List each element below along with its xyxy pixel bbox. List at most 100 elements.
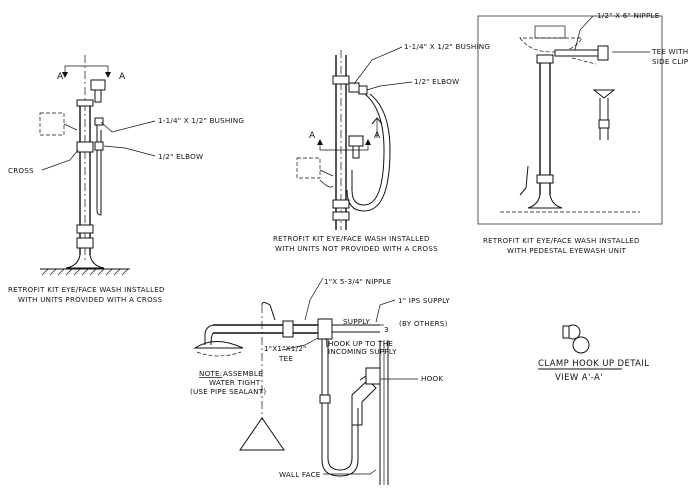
pull-handle-d [239, 417, 285, 451]
section-label-left: A [57, 72, 64, 82]
bowl-connector [63, 123, 78, 131]
tee-d [317, 318, 333, 340]
spray-handle-d [351, 379, 377, 426]
pedestal-base-a [65, 254, 105, 269]
hose-b-outer [346, 93, 391, 212]
elbow-a [94, 141, 104, 151]
label-hookup-d-line1: HOOK UP TO THE [328, 339, 393, 348]
fitting-base [76, 237, 94, 249]
label-bushing-b: 1-1/4" X 1/2" BUSHING [404, 42, 490, 51]
diagram-b: A A 1-1/4" X 1/2" BUSHING 1/2" ELBOW RET… [273, 42, 490, 253]
label-wallface-d: WALL FACE [279, 470, 321, 479]
bushing-b [348, 82, 360, 93]
hose-hint-c [571, 57, 597, 65]
label-hook-d: HOOK [421, 374, 443, 383]
pedestal-base-c [527, 194, 563, 209]
diagram-d: 3 1"X 5-3/4" NIPPLE 1" IPS SUPPLY SUPPLY… [190, 277, 450, 485]
leader-elbow-a [103, 145, 156, 157]
pull-hook-d [261, 302, 276, 321]
section-arrow-right [105, 72, 111, 78]
caption-c-line2: WITH PEDESTAL EYEWASH UNIT [507, 247, 627, 255]
panel-c [477, 15, 663, 225]
section-cut-a [64, 65, 109, 77]
clamp-detail: CLAMP HOOK UP DETAIL VIEW A'-A' [538, 324, 649, 383]
label-bushing-a: 1-1/4" X 1/2" BUSHING [158, 116, 244, 125]
eyewash-head-top [90, 79, 106, 91]
tee-c [597, 45, 609, 61]
arm-elbow-d [204, 324, 214, 346]
leader-wallface-d [323, 469, 377, 475]
fitting-b-top [332, 75, 350, 85]
fitting-c-low [536, 174, 554, 184]
foot-pedal-c [519, 165, 529, 196]
label-note-d-line3: (USE PIPE SEALANT) [190, 387, 266, 396]
leader-ips-d [375, 299, 396, 323]
label-note-d-line2: WATER TIGHT [209, 378, 261, 387]
bowl-c [519, 37, 583, 53]
label-supply-d: SUPPLY [343, 317, 371, 326]
label-cross-a: CROSS [8, 166, 34, 175]
bushing-a [94, 117, 104, 126]
section-label-right: A [119, 72, 126, 82]
clamp-screw [562, 325, 570, 339]
leader-elbow-b [366, 81, 413, 91]
eyewash-neck-b [352, 145, 360, 159]
hose-a [96, 120, 102, 216]
fitting-c-top [536, 54, 554, 64]
elbow-b [358, 85, 368, 95]
bowl-outline-b [296, 157, 321, 179]
label-tee-d-line2: TEE [278, 354, 293, 363]
section-arrow-left [62, 72, 68, 78]
spray-head-c [592, 89, 616, 99]
label-note-d-line1: ASSEMBLE [223, 369, 263, 378]
label-nipple-d: 1"X 5-3/4" NIPPLE [324, 277, 392, 286]
label-hookup-d-line2: INCOMING SUPPLY [328, 347, 397, 356]
union-d [282, 320, 294, 338]
nipple-c [554, 49, 601, 57]
shower-head-d [193, 341, 244, 349]
shower-spray-d [196, 351, 242, 357]
leader-bushing-b [353, 46, 403, 85]
supply-marker-d: 3 [384, 325, 389, 334]
leader-nipple-d [304, 277, 324, 321]
eyewash-head-b [348, 135, 364, 147]
bowl-cap-c [534, 25, 566, 39]
leader-cross-a [41, 149, 79, 171]
caption-c-line1: RETROFIT KIT EYE/FACE WASH INSTALLED [483, 237, 640, 245]
leader-nipple-c [574, 15, 594, 51]
spray-valve-c [598, 119, 610, 129]
caption-a-line2: WITH UNITS PROVIDED WITH A CROSS [18, 296, 163, 304]
clamp-detail-title: CLAMP HOOK UP DETAIL [538, 359, 649, 369]
label-tee-c-line2: SIDE CLIP [652, 57, 689, 66]
section-arrow-b-left [317, 139, 323, 145]
leader-tee-d [281, 337, 319, 351]
caption-b-line2: WITH UNITS NOT PROVIDED WITH A CROSS [275, 245, 438, 253]
leader-bushing-a [100, 120, 156, 133]
fitting-low [76, 224, 94, 234]
caption-a-line1: RETROFIT KIT EYE/FACE WASH INSTALLED [8, 286, 165, 294]
hose-b [351, 93, 385, 206]
cross-fitting [76, 141, 94, 153]
label-note-d: NOTE: [199, 369, 222, 378]
hose-d-outer [327, 403, 353, 471]
fitting-b-low [332, 211, 350, 221]
spray-head-b [371, 117, 383, 125]
eyewash-head-neck [94, 89, 102, 103]
diagram-c: 1/2" X 6" NIPPLE TEE WITH SIDE CLIP RETR… [477, 11, 689, 255]
diagram-a: A A 1-1/4" X 1/ [8, 55, 244, 304]
clamp-ring-bottom [572, 336, 590, 354]
hose-d-inner [321, 403, 359, 477]
label-tee-d-line1: 1"X1"X1/2" [264, 344, 306, 353]
caption-b-line1: RETROFIT KIT EYE/FACE WASH INSTALLED [273, 235, 430, 243]
label-elbow-b: 1/2" ELBOW [414, 77, 459, 86]
ground-hatch-a [41, 268, 129, 276]
label-tee-c-line1: TEE WITH [651, 47, 688, 56]
label-elbow-a: 1/2" ELBOW [158, 152, 203, 161]
section-label-b-right: A [374, 131, 381, 141]
bowl-connector-b [319, 169, 334, 188]
drop-fitting-d [319, 394, 331, 404]
clamp-detail-view: VIEW A'-A' [555, 373, 603, 383]
label-nipple-c: 1/2" X 6" NIPPLE [597, 11, 660, 20]
